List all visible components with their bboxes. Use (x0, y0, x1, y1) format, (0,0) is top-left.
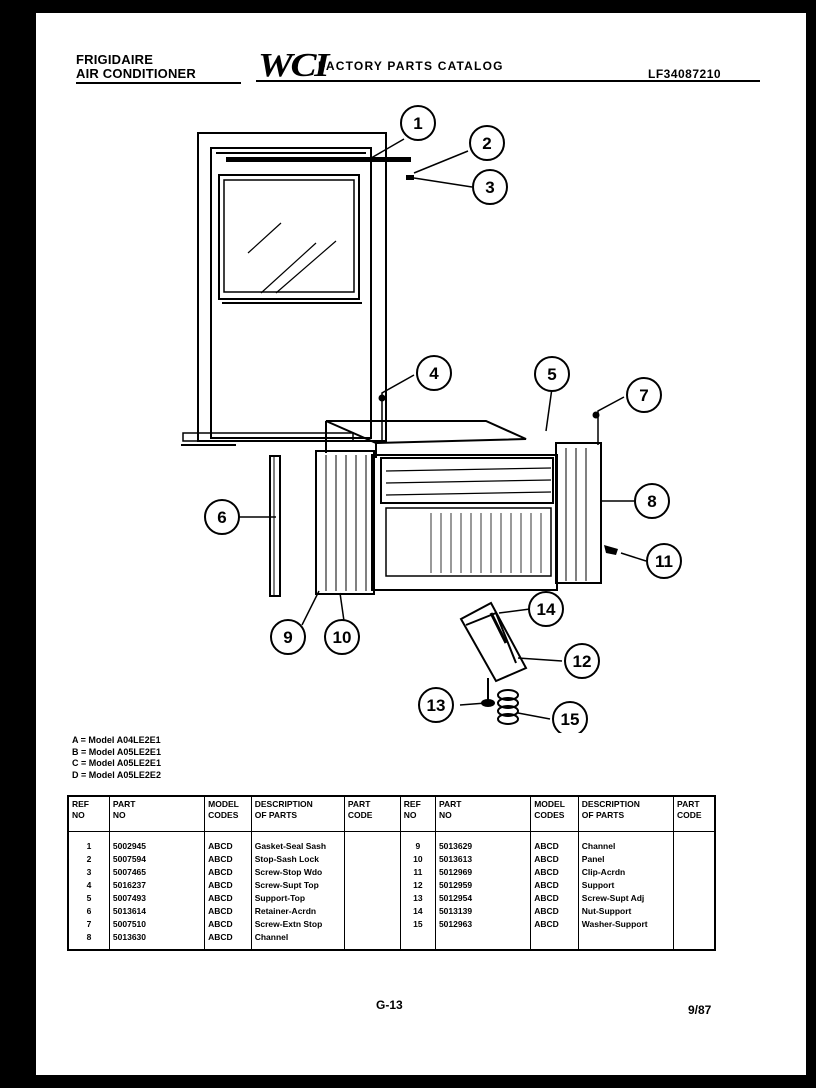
callout-3: 3 (472, 169, 508, 205)
callout-14: 14 (528, 591, 564, 627)
svg-text:12: 12 (573, 652, 592, 671)
svg-text:8: 8 (647, 492, 656, 511)
callout-8: 8 (634, 483, 670, 519)
svg-text:5: 5 (547, 365, 556, 384)
callout-5: 5 (534, 356, 570, 392)
svg-text:1: 1 (413, 114, 422, 133)
callout-9: 9 (270, 619, 306, 655)
callout-7: 7 (626, 377, 662, 413)
brand-block: FRIGIDAIRE AIR CONDITIONER (76, 53, 196, 81)
support-bracket (459, 601, 528, 725)
window-sash (181, 132, 387, 446)
page-number: G-13 (376, 998, 403, 1012)
svg-text:6: 6 (217, 508, 226, 527)
legend-item: C = Model A05LE2E1 (72, 758, 161, 768)
svg-text:3: 3 (485, 178, 494, 197)
svg-text:4: 4 (429, 364, 439, 383)
legend-item: D = Model A05LE2E2 (72, 769, 161, 780)
exploded-diagram (76, 80, 760, 725)
callout-11: 11 (646, 543, 682, 579)
catalog-page: FRIGIDAIRE AIR CONDITIONER WCI FACTORY P… (36, 13, 806, 1075)
callout-4: 4 (416, 355, 452, 391)
callout-2: 2 (469, 125, 505, 161)
product-type: AIR CONDITIONER (76, 66, 196, 81)
legend-item: B = Model A05LE2E1 (72, 746, 161, 757)
brand-name: FRIGIDAIRE (76, 52, 154, 67)
revision-date: 9/87 (688, 1003, 712, 1017)
ac-unit (269, 420, 602, 597)
catalog-title: FACTORY PARTS CATALOG (318, 59, 504, 73)
svg-text:13: 13 (427, 696, 446, 715)
code-column-right (673, 831, 716, 950)
svg-text:2: 2 (482, 134, 491, 153)
gasket-seal (226, 157, 411, 162)
callout-6: 6 (204, 499, 240, 535)
callout-12: 12 (564, 643, 600, 679)
callout-15: 15 (552, 701, 588, 733)
svg-text:15: 15 (561, 710, 580, 729)
callout-13: 13 (418, 687, 454, 723)
legend-item: A = Model A04LE2E1 (72, 735, 161, 745)
svg-text:14: 14 (537, 600, 556, 619)
svg-text:7: 7 (639, 386, 648, 405)
wci-logo: WCI (258, 47, 329, 84)
model-legend: A = Model A04LE2E1 B = Model A05LE2E1 C … (72, 735, 161, 781)
svg-text:10: 10 (333, 628, 352, 647)
svg-text:9: 9 (283, 628, 292, 647)
callout-1: 1 (400, 105, 436, 141)
model-code: LF34087210 (648, 67, 722, 81)
svg-text:11: 11 (655, 552, 673, 571)
callout-layer: 1 2 3 4 5 7 6 8 11 9 10 14 12 13 15 (204, 105, 682, 733)
callout-10: 10 (324, 619, 360, 655)
code-column-left (343, 831, 401, 950)
